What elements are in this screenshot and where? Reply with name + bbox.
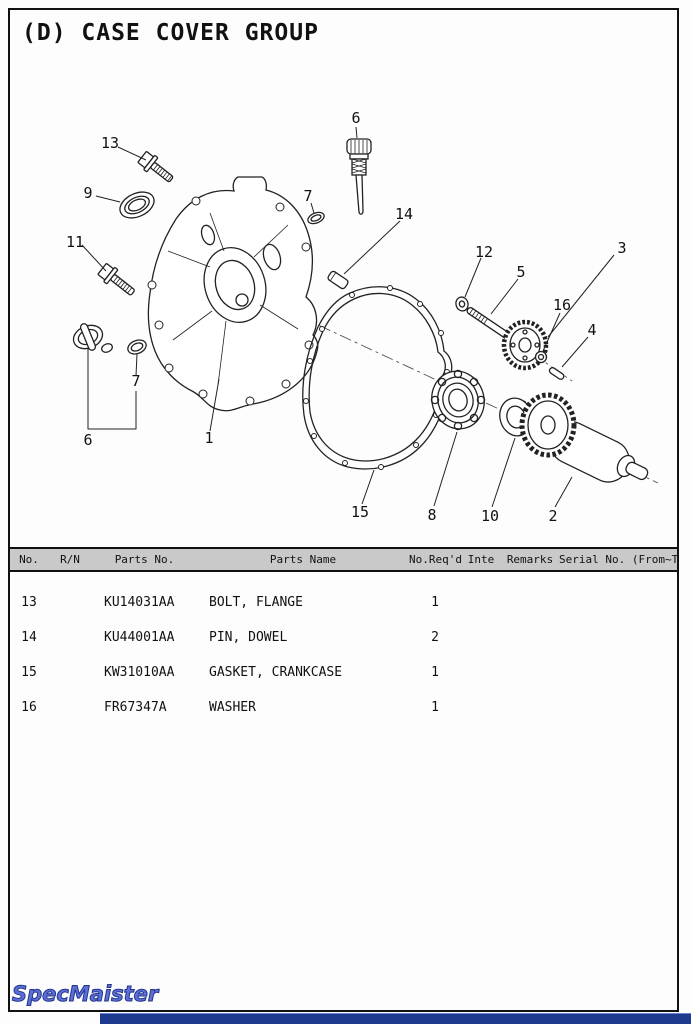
leader-lines xyxy=(81,126,615,508)
cell-parts-name: GASKET, CRANKCASE xyxy=(209,665,343,680)
cell-req: 1 xyxy=(431,665,439,680)
callout-14: 14 xyxy=(395,205,413,223)
callout-10: 10 xyxy=(481,507,499,525)
cell-parts-no: KU14031AA xyxy=(104,595,175,610)
header-serial: Serial No. (From~To) xyxy=(559,553,677,566)
watermark-logo: SpecMaister xyxy=(11,982,159,1007)
table-row: 14 KU44001AA PIN, DOWEL 2 xyxy=(10,620,677,655)
dowel-pin xyxy=(327,270,349,290)
ball-bearing xyxy=(430,369,486,431)
o-ring-top xyxy=(307,211,325,225)
cell-no: 16 xyxy=(21,700,37,715)
table-row: 16 FR67347A WASHER 1 xyxy=(10,690,677,725)
cell-parts-name: PIN, DOWEL xyxy=(209,630,288,645)
callout-7-bottom: 7 xyxy=(131,372,140,390)
washer-16 xyxy=(534,350,548,364)
cell-parts-no: KW31010AA xyxy=(104,665,175,680)
table-row: 13 KU14031AA BOLT, FLANGE 1 xyxy=(10,585,677,620)
cell-parts-name: BOLT, FLANGE xyxy=(209,595,303,610)
o-ring-bottom xyxy=(127,339,147,355)
cell-req: 2 xyxy=(431,630,439,645)
cell-no: 13 xyxy=(21,595,37,610)
parts-table-header: No. R/N Parts No. Parts Name No.Req'd In… xyxy=(10,547,677,572)
callout-13: 13 xyxy=(101,134,119,152)
cell-parts-no: KU44001AA xyxy=(104,630,175,645)
cell-req: 1 xyxy=(431,700,439,715)
callout-4: 4 xyxy=(587,321,596,339)
callout-8: 8 xyxy=(427,506,436,524)
crankshaft xyxy=(519,392,649,483)
cell-req: 1 xyxy=(431,595,439,610)
callout-labels: 13 9 11 6 7 14 12 5 3 16 4 1 7 6 15 8 10… xyxy=(66,109,627,525)
parts-table: No. R/N Parts No. Parts Name No.Req'd In… xyxy=(10,547,677,725)
cell-no: 14 xyxy=(21,630,37,645)
cell-parts-name: WASHER xyxy=(209,700,256,715)
cell-parts-no: FR67347A xyxy=(104,700,167,715)
filler-cap-neck xyxy=(101,343,113,353)
case-cover xyxy=(147,176,319,412)
callout-9: 9 xyxy=(83,184,92,202)
callout-16: 16 xyxy=(553,296,571,314)
header-inte: Inte xyxy=(467,553,495,566)
page-title: (D) CASE COVER GROUP xyxy=(22,20,319,46)
page-border-frame: (D) CASE COVER GROUP xyxy=(8,8,679,1012)
oil-seal xyxy=(119,191,155,219)
header-remarks: Remarks xyxy=(506,553,554,566)
flange-bolt-13 xyxy=(137,151,174,183)
callout-1: 1 xyxy=(204,429,213,447)
header-parts-name: Parts Name xyxy=(269,553,337,566)
oil-dipstick xyxy=(346,138,372,215)
header-req: No.Req'd xyxy=(409,553,461,566)
callout-11: 11 xyxy=(66,233,84,251)
parts-table-body: 13 KU14031AA BOLT, FLANGE 1 14 KU44001AA… xyxy=(10,572,677,725)
callout-3: 3 xyxy=(617,239,626,257)
header-parts-no: Parts No. xyxy=(114,553,175,566)
callout-15: 15 xyxy=(351,503,369,521)
header-rn: R/N xyxy=(60,553,80,566)
callout-2: 2 xyxy=(548,507,557,525)
callout-12: 12 xyxy=(475,243,493,261)
cell-no: 15 xyxy=(21,665,37,680)
pin-4 xyxy=(548,367,565,380)
flange-bolt-11 xyxy=(97,263,135,296)
exploded-diagram: 13 9 11 6 7 14 12 5 3 16 4 1 7 6 15 8 10… xyxy=(66,109,659,525)
bottom-accent-bar xyxy=(100,1013,691,1024)
table-row: 15 KW31010AA GASKET, CRANKCASE 1 xyxy=(10,655,677,690)
crankcase-gasket xyxy=(302,285,453,470)
header-no: No. xyxy=(19,553,39,566)
callout-5: 5 xyxy=(516,263,525,281)
oil-filler-cap xyxy=(72,323,113,353)
callout-6-top: 6 xyxy=(351,109,360,127)
callout-6-bottom: 6 xyxy=(83,431,92,449)
callout-7-top: 7 xyxy=(303,187,312,205)
small-washer-12 xyxy=(455,296,469,312)
